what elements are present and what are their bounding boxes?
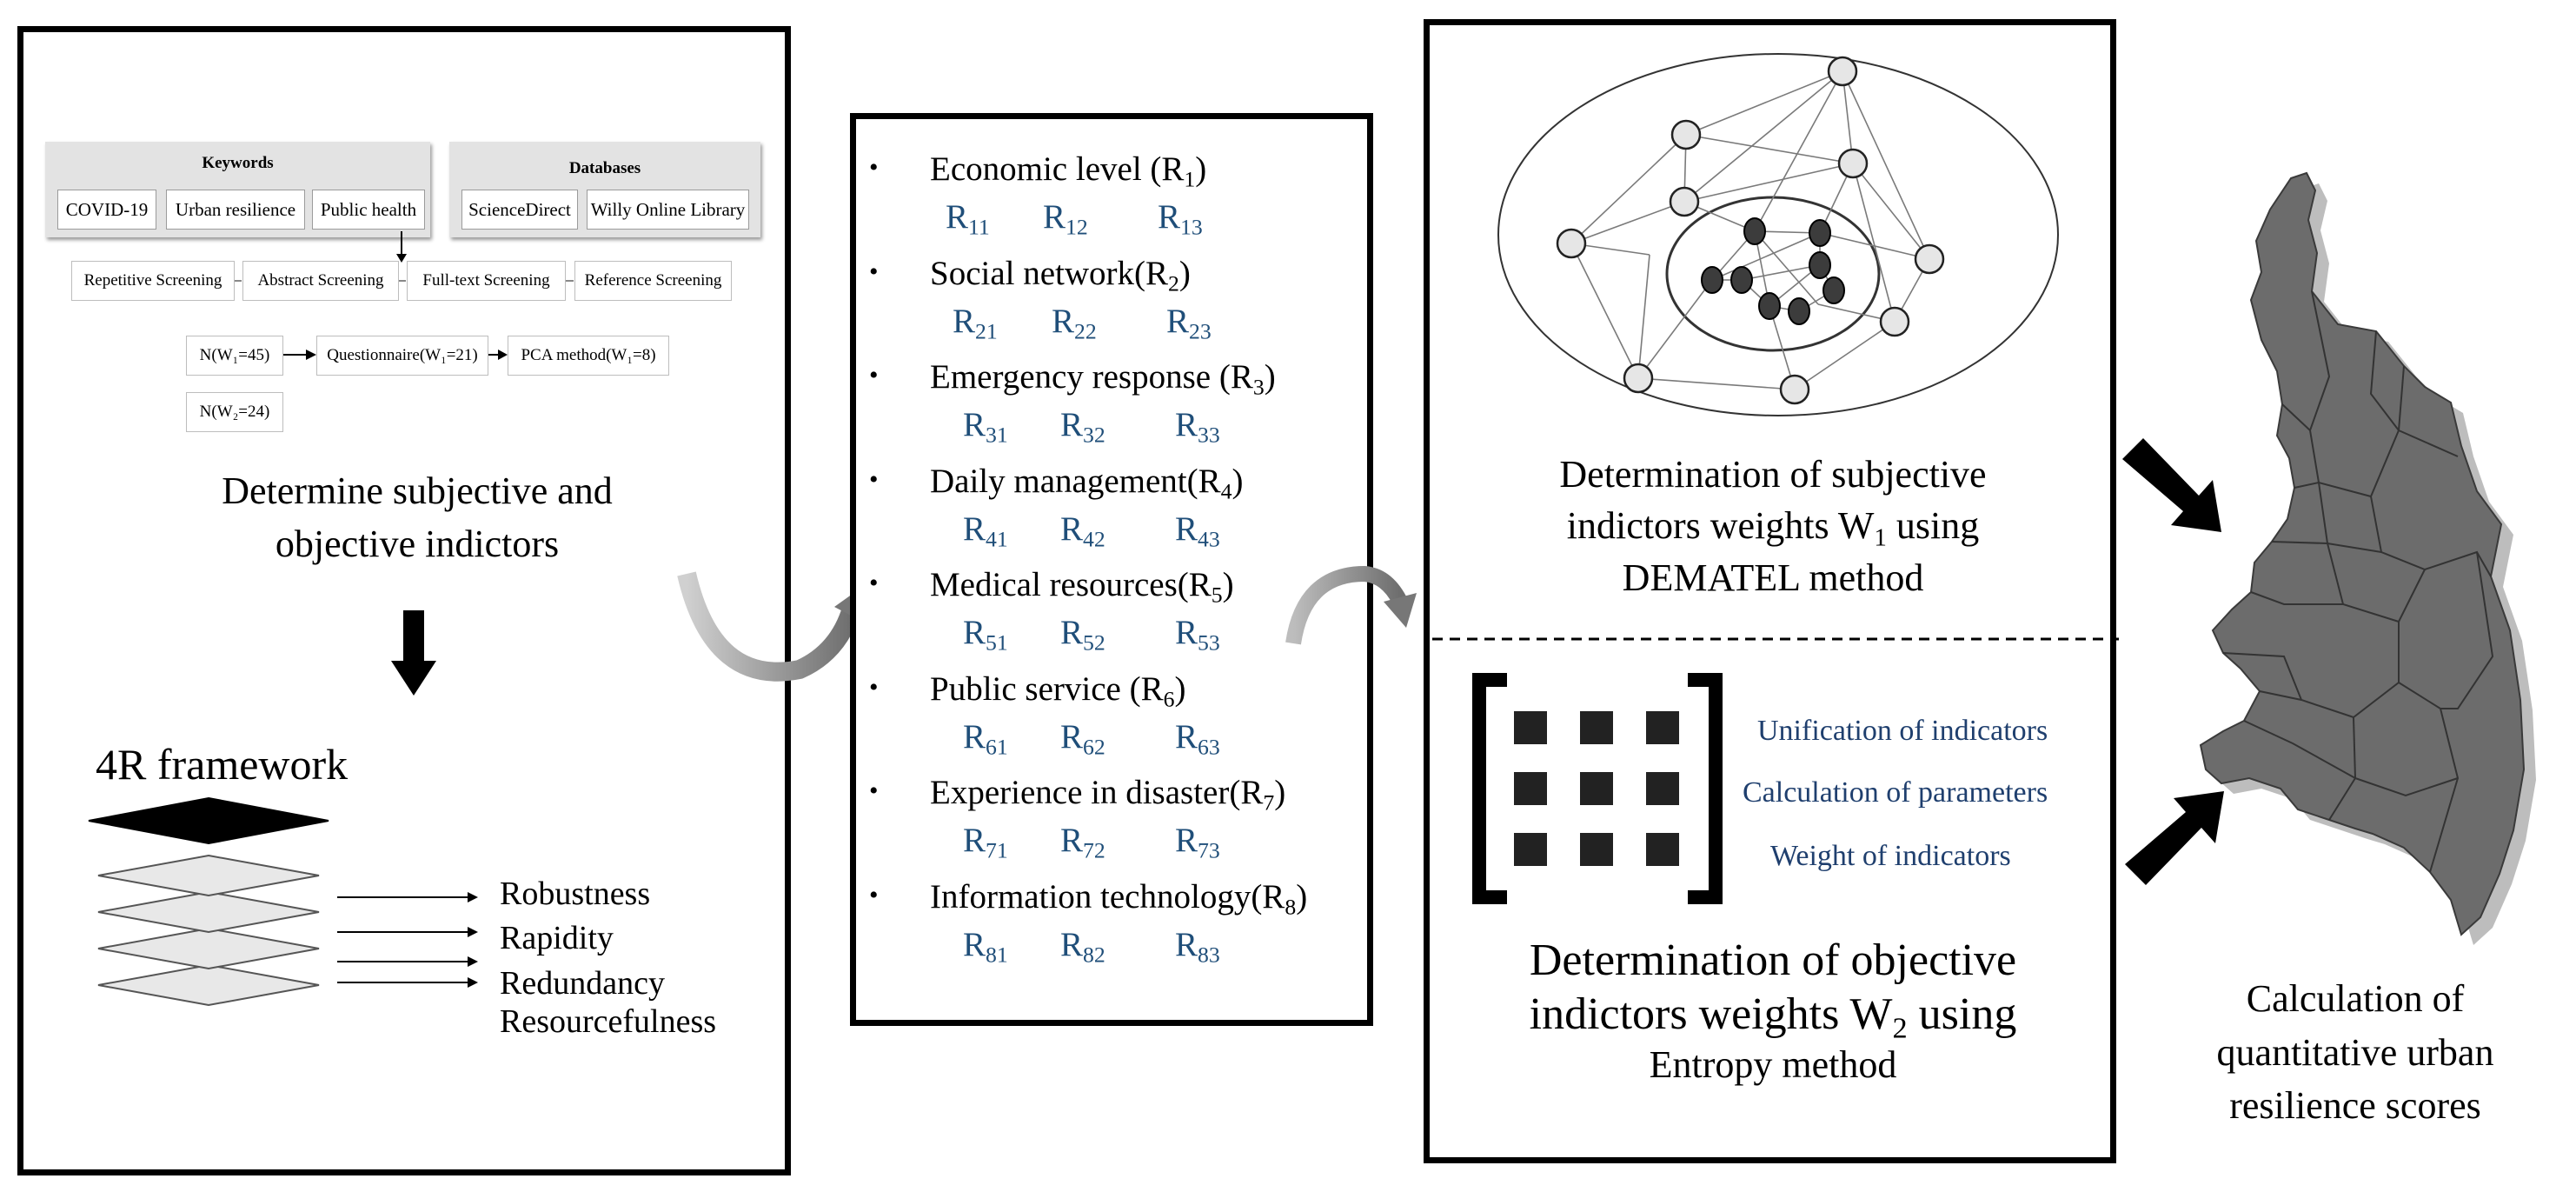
- matrix-icon: [1472, 673, 1723, 904]
- step-arrows: [283, 350, 508, 360]
- framework-label-rapidity: Rapidity: [500, 920, 614, 956]
- indicator-code: R62: [1060, 717, 1105, 760]
- count-step-objective: N(W₂=24): [186, 392, 283, 432]
- dimension-item: Information technology(R8): [930, 877, 1308, 920]
- dimension-item: Social network(R2): [930, 254, 1191, 296]
- objective-weights-heading: Determination of objective indictors wei…: [1460, 934, 2086, 1089]
- list-bullet: •: [869, 256, 879, 286]
- curved-arrow-icon: [1285, 565, 1417, 645]
- indicator-code: R52: [1060, 614, 1105, 656]
- indicator-code: R71: [963, 822, 1008, 863]
- indicators-heading-line2: objective indictors: [275, 522, 560, 565]
- city-map: [2199, 171, 2536, 945]
- indicator-code: R21: [953, 302, 998, 344]
- indicator-code: R61: [963, 717, 1008, 760]
- dimension-item: Public service (R6): [930, 669, 1186, 712]
- count-step: N(W₁=45): [186, 336, 283, 376]
- list-bullet: •: [869, 880, 879, 909]
- indicator-code: R63: [1175, 717, 1220, 760]
- down-arrow-icon: [391, 610, 436, 696]
- indicator-code: R81: [963, 925, 1008, 968]
- black-arrow-icon: [2125, 791, 2224, 885]
- dimension-item: Experience in disaster(R7): [930, 774, 1286, 816]
- list-bullet: •: [869, 569, 879, 597]
- keywords-box: Keywords COVID-19 Urban resilience Publi…: [45, 142, 430, 237]
- dimension-item: Emergency response (R3): [930, 358, 1276, 400]
- entropy-step-weight: Weight of indicators: [1770, 840, 2011, 872]
- indicator-code: R73: [1175, 822, 1220, 863]
- framework-label-resourcefulness: Resourcefulness: [500, 1003, 717, 1040]
- indicator-code: R23: [1166, 302, 1212, 344]
- section-divider: [1432, 637, 2119, 641]
- indicator-code: R12: [1043, 198, 1088, 240]
- questionnaire-step: Questionnaire(W₁=21): [316, 336, 488, 376]
- indicator-code: R83: [1175, 925, 1220, 968]
- indicator-code: R82: [1060, 925, 1105, 968]
- screening-step: Repetitive Screening: [71, 261, 235, 301]
- pca-step: PCA method(W₁=8): [508, 336, 669, 376]
- dimension-item: Daily management(R4): [930, 462, 1244, 504]
- subjective-line3: DEMATEL method: [1622, 556, 1924, 599]
- database-chip: Willy Online Library: [587, 190, 749, 230]
- screening-connectors: [234, 231, 574, 282]
- map-caption-line1: Calculation of: [2246, 977, 2465, 1020]
- objective-line3: Entropy method: [1649, 1042, 1897, 1086]
- keyword-chip: Urban resilience: [166, 190, 305, 230]
- indicator-code: R43: [1175, 509, 1220, 552]
- keyword-chip: COVID-19: [57, 190, 156, 230]
- map-caption-line2: quantitative urban: [2216, 1030, 2494, 1074]
- list-bullet: •: [869, 153, 879, 182]
- dimension-item: Economic level (R1): [930, 150, 1207, 192]
- black-arrow-icon: [2122, 438, 2221, 532]
- indicator-code: R13: [1158, 198, 1203, 240]
- keyword-chip: Public health: [312, 190, 425, 230]
- objective-line2: indictors weights W2 using: [1529, 989, 2017, 1045]
- indicator-code: R31: [963, 406, 1008, 448]
- indicator-code: R22: [1052, 302, 1097, 344]
- dimension-item: Medical resources(R5): [930, 566, 1234, 608]
- indicator-code: R11: [946, 198, 990, 240]
- indicator-code: R33: [1175, 406, 1220, 448]
- framework-label-redundancy: Redundancy: [500, 965, 665, 1002]
- indicator-code: R72: [1060, 822, 1105, 863]
- screening-step: Full-text Screening: [407, 261, 566, 301]
- screening-step: Abstract Screening: [242, 261, 399, 301]
- framework-title: 4R framework: [96, 740, 349, 789]
- list-bullet: •: [869, 672, 879, 702]
- database-chip: ScienceDirect: [461, 190, 578, 230]
- keywords-title: Keywords: [202, 154, 274, 172]
- indicator-code: R51: [963, 614, 1008, 656]
- indicator-code: R42: [1060, 509, 1105, 552]
- list-bullet: •: [869, 361, 879, 390]
- objective-line1: Determination of objective: [1529, 936, 2017, 985]
- list-bullet: •: [869, 776, 879, 805]
- databases-title: Databases: [568, 159, 641, 177]
- map-caption-line3: resilience scores: [2229, 1084, 2481, 1128]
- indicator-code: R53: [1175, 614, 1220, 656]
- screening-step: Reference Screening: [574, 261, 732, 301]
- subjective-weights-heading: Determination of subjective indictors we…: [1460, 449, 2086, 603]
- indicator-code: R32: [1060, 406, 1105, 448]
- subjective-line2: indictors weights W1 using: [1566, 504, 1980, 553]
- resilience-score-caption: Calculation of quantitative urban resili…: [2138, 972, 2573, 1133]
- framework-layers-diagram: [88, 796, 478, 1007]
- entropy-step-unification: Unification of indicators: [1757, 715, 2048, 747]
- indicator-code: R41: [963, 509, 1008, 552]
- indicators-heading: Determine subjective and objective indic…: [122, 465, 713, 570]
- framework-label-robustness: Robustness: [500, 876, 651, 912]
- indicators-heading-line1: Determine subjective and: [222, 469, 613, 512]
- entropy-step-parameters: Calculation of parameters: [1743, 776, 2048, 809]
- subjective-line1: Determination of subjective: [1559, 453, 1987, 496]
- list-bullet: •: [869, 464, 879, 494]
- dematel-network-diagram: [1497, 53, 2059, 416]
- databases-box: Databases ScienceDirect Willy Online Lib…: [449, 142, 760, 237]
